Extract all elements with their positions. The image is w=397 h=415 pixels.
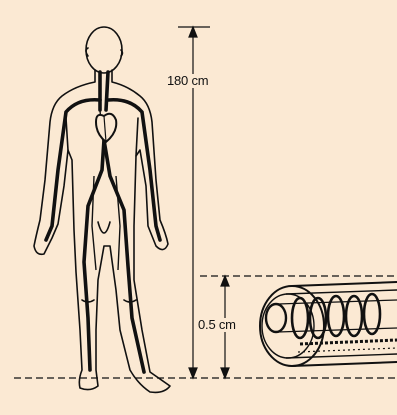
vessel-lumen-bottom [278, 328, 397, 332]
vessel-branch [116, 176, 120, 270]
vessel-top-wall [292, 282, 397, 286]
vessel-fiber-layer [298, 348, 397, 352]
heart-icon [96, 114, 116, 142]
groin-outline [98, 222, 110, 233]
diameter-label: 0.5 cm [197, 318, 237, 332]
neck-vein [106, 72, 108, 110]
vessel-lumen [266, 304, 286, 332]
diameter-arrow-top-icon [221, 276, 229, 286]
diameter-arrow-bottom-icon [221, 368, 229, 378]
vessel-fiber-layer [300, 340, 397, 344]
vessel-bottom-inner-wall [286, 354, 397, 358]
vessel-top-inner-wall [286, 290, 397, 294]
height-arrow-top-icon [189, 27, 197, 37]
height-label: 180 cm [166, 74, 209, 88]
arm-inner-line [136, 118, 138, 156]
head-outline [86, 27, 122, 73]
right-leg-vessel [104, 140, 144, 372]
muscle-rings [292, 294, 380, 338]
vessel-bottom-wall [292, 362, 397, 366]
height-arrow-bottom-icon [189, 368, 197, 378]
blood-vessel-section [260, 282, 397, 366]
